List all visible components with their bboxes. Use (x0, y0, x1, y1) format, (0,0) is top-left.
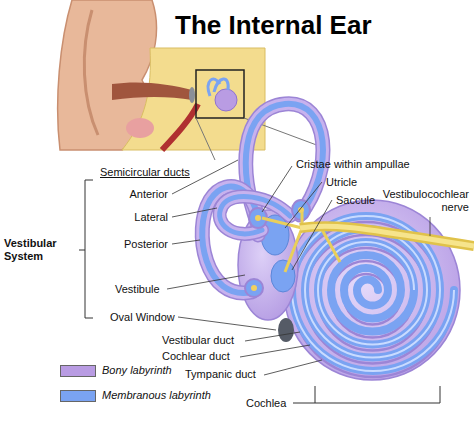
part-label: Lateral (134, 211, 168, 224)
system-bracket (79, 180, 93, 318)
legend-row: Membranous labyrinth (60, 389, 211, 402)
zoom-line (196, 118, 215, 160)
ampulla (245, 279, 263, 297)
cochlea-bracket (293, 386, 440, 403)
part-label: Anterior (129, 188, 168, 201)
legend-swatch (60, 365, 96, 377)
oval-window-shape (278, 318, 294, 342)
leader-line (262, 166, 292, 212)
eardrum (189, 87, 195, 103)
saccule-shape (271, 260, 295, 292)
legend-swatch (60, 390, 96, 402)
part-label: Cristae within ampullae (296, 158, 410, 171)
canal-bony (220, 196, 290, 233)
part-label: Tympanic duct (185, 368, 256, 381)
tissue (126, 118, 154, 138)
legend-text: Membranous labyrinth (102, 389, 211, 402)
leader-line (172, 208, 217, 217)
crista (251, 285, 257, 291)
ear-fold (84, 10, 98, 135)
part-label: Posterior (124, 238, 168, 251)
leader-line (292, 200, 332, 270)
outer-ear (58, 0, 157, 150)
part-label: Saccule (336, 194, 375, 207)
legend-text: Bony labyrinth (102, 364, 172, 377)
crista (255, 215, 261, 221)
leader-line (172, 240, 200, 244)
canal-outline (220, 196, 290, 233)
part-label: Oval Window (110, 311, 175, 324)
leader-line (264, 360, 322, 375)
part-label: Vestibule (115, 283, 160, 296)
leader-line (430, 217, 431, 236)
leader-line (240, 345, 310, 357)
diagram-title: The Internal Ear (175, 10, 372, 41)
part-label: Utricle (326, 176, 357, 189)
part-label: Cochlear duct (162, 350, 230, 363)
leader-line (285, 182, 322, 228)
legend-row: Bony labyrinth (60, 364, 172, 377)
leader-line (167, 275, 245, 289)
eustachian-tube (162, 104, 198, 150)
leader-line (245, 332, 300, 341)
part-label: Semicircular ducts (100, 166, 190, 179)
nerve-branch (262, 212, 340, 272)
nerve-trunk-light (300, 226, 474, 246)
part-label: Cochlea (246, 397, 286, 410)
leader-line (178, 317, 276, 330)
part-label: Vestibular duct (162, 334, 234, 347)
mini-spiral (215, 89, 237, 111)
zoom-box (196, 70, 244, 118)
mini-canals (208, 79, 228, 96)
part-label: Vestibulocochlear nerve (383, 188, 469, 214)
canal-membrane (220, 196, 290, 233)
part-label: Vestibular System (4, 237, 57, 263)
ear-canal (112, 82, 192, 100)
nerve-trunk (300, 226, 474, 246)
